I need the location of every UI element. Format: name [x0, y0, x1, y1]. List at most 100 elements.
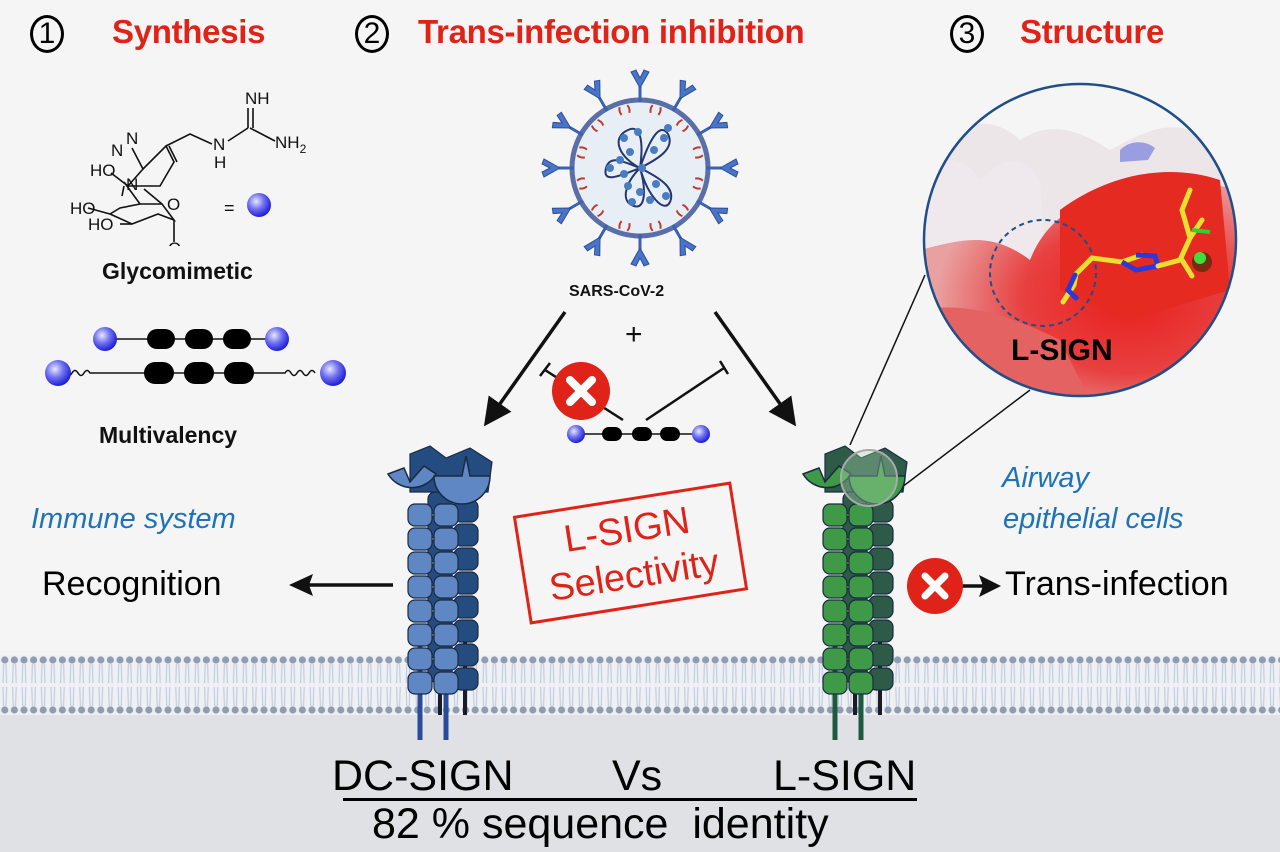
receptor-part: [848, 623, 874, 647]
atom-n-2: N: [111, 141, 123, 160]
receptor-part: [407, 647, 433, 671]
epithelial-cells-label: epithelial cells: [1003, 503, 1184, 535]
l-sign-receptor: [801, 445, 908, 740]
receptor-part: [848, 599, 874, 623]
dc-sign-label: DC-SIGN: [332, 752, 514, 800]
multivalency-label: Multivalency: [99, 422, 238, 448]
membrane-protein: [576, 177, 588, 190]
receptor-part: [407, 551, 433, 575]
membrane-protein: [675, 118, 690, 133]
receptor-part: [433, 647, 459, 671]
atom-o-methyl: O: [168, 239, 181, 246]
divalent-long: [45, 360, 346, 386]
receptor-part: [822, 599, 848, 623]
cytoplasm-region: [0, 712, 1280, 852]
spike-protein: [671, 79, 697, 112]
receptor-part: [822, 671, 848, 695]
atom-ho-2: HO: [70, 199, 96, 218]
atom-n-3: N: [126, 175, 138, 194]
step-2-number: 2: [363, 17, 381, 50]
spike-protein: [630, 69, 650, 102]
spike-protein: [583, 79, 609, 112]
atom-nh: NH: [245, 89, 270, 108]
fraction-divider: [343, 798, 917, 801]
inset-circle-border: [922, 82, 1238, 398]
airway-label: Airway: [1002, 462, 1090, 494]
receptor-part: [407, 503, 433, 527]
l-sign-label: L-SIGN: [773, 752, 917, 800]
sequence-identity-label: 82 % sequence identity: [372, 800, 829, 848]
atom-nh-link-n: N: [213, 135, 225, 154]
atom-o-ring: O: [167, 195, 180, 214]
receptor-part: [822, 551, 848, 575]
receptor-part: [848, 647, 874, 671]
membrane-protein: [618, 220, 631, 232]
receptor-part: [822, 647, 848, 671]
lipid-bilayer: [0, 655, 1280, 715]
ligand-stick-model: [1060, 187, 1212, 305]
membrane-protein: [590, 203, 605, 218]
receptor-part: [822, 575, 848, 599]
spike-protein: [696, 199, 729, 225]
glycomimetic-structure: NH NH2 N H N N N HO HO HO O O =: [70, 89, 307, 246]
atom-ho-3: HO: [88, 215, 114, 234]
receptor-part: [407, 575, 433, 599]
spike-protein: [551, 111, 584, 137]
immune-system-label: Immune system: [31, 503, 236, 535]
receptor-part: [433, 575, 459, 599]
step-3-number-badge: 3: [950, 15, 984, 53]
receptor-part: [848, 671, 874, 695]
receptor-part: [822, 527, 848, 551]
atom-nh2: NH2: [275, 133, 307, 156]
spike-protein: [696, 111, 729, 137]
receptor-part: [433, 623, 459, 647]
zoom-source-circle: [840, 449, 898, 507]
step-1-number: 1: [38, 17, 56, 50]
inhibition-line-right: [645, 366, 725, 422]
binding-site-circle: [989, 219, 1097, 327]
recognition-label: Recognition: [42, 565, 222, 603]
plus-sign: +: [625, 318, 643, 351]
trans-infection-arrow-icon: [907, 558, 1001, 614]
receptor-part: [848, 527, 874, 551]
spike-protein: [671, 224, 697, 257]
recognition-arrow-icon: [289, 574, 393, 596]
membrane-protein: [692, 177, 704, 190]
sars-cov-2-virus-icon: [541, 69, 739, 267]
crd-head-right: [848, 455, 906, 505]
receptor-part: [822, 623, 848, 647]
receptor-part: [407, 671, 433, 695]
membrane-protein: [618, 104, 631, 116]
receptor-part: [433, 503, 459, 527]
spike-protein: [541, 158, 574, 178]
receptor-part: [433, 599, 459, 623]
membrane-protein: [692, 146, 704, 159]
inset-l-sign-label: L-SIGN: [1011, 334, 1113, 367]
zoom-line-right: [884, 389, 1031, 501]
receptor-part: [433, 551, 459, 575]
spike-protein: [630, 234, 650, 267]
step-3-title: Structure: [1020, 13, 1164, 50]
membrane-protein: [649, 220, 662, 232]
step-1-number-badge: 1: [30, 15, 64, 53]
membrane-protein: [675, 203, 690, 218]
receptor-part: [848, 575, 874, 599]
atom-ho-1: HO: [90, 161, 116, 180]
step-1-title: Synthesis: [112, 13, 266, 50]
dc-sign-receptor: [386, 445, 493, 740]
receptor-part: [822, 503, 848, 527]
atom-nh-link-h: H: [214, 153, 226, 172]
rna-nodes: [606, 124, 672, 206]
multivalency-diagram: [45, 327, 346, 386]
step-2-title: Trans-infection inhibition: [418, 13, 805, 50]
membrane-protein: [649, 104, 662, 116]
crd-head-right: [433, 455, 491, 505]
spike-protein: [583, 224, 609, 257]
zoom-line-left: [849, 274, 926, 446]
divalent-short: [93, 327, 289, 351]
step-2-number-badge: 2: [355, 15, 389, 53]
l-sign-selectivity-stamp: L-SIGN Selectivity: [512, 481, 749, 625]
spike-protein: [706, 158, 739, 178]
step-3-number: 3: [958, 17, 976, 50]
membrane-protein: [590, 118, 605, 133]
